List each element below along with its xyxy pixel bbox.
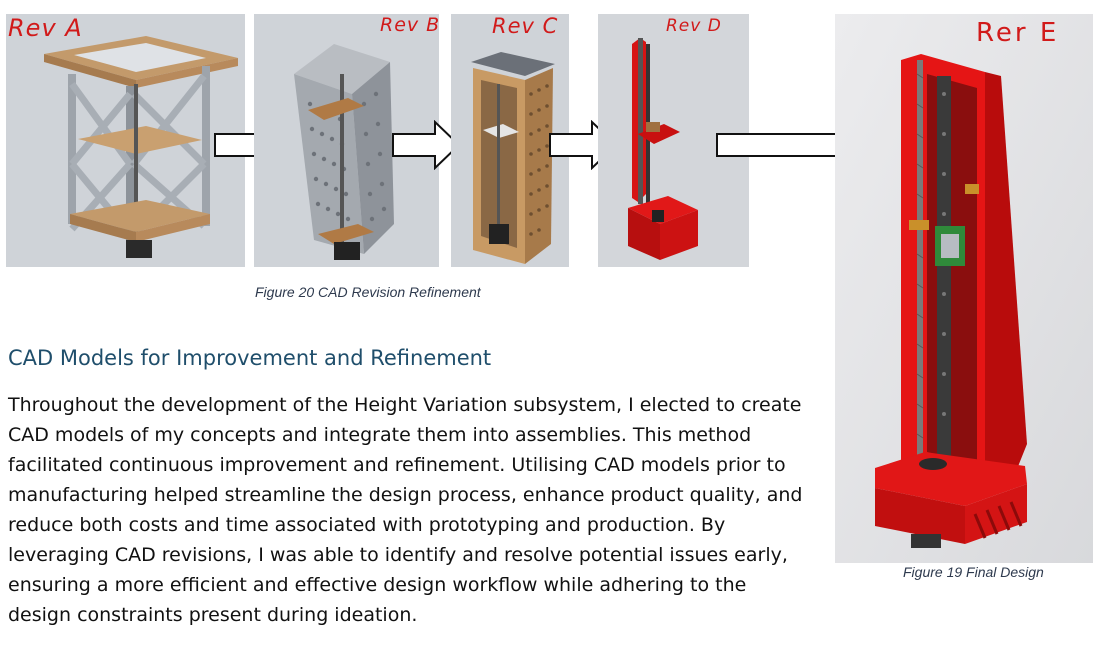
rev-c-image xyxy=(451,14,569,267)
rev-b-label: Rev B xyxy=(380,14,441,36)
section-heading: CAD Models for Improvement and Refinemen… xyxy=(8,346,492,370)
section-body: Throughout the development of the Height… xyxy=(8,394,803,626)
rev-a-image xyxy=(6,14,245,267)
figure-20-caption: Figure 20 CAD Revision Refinement xyxy=(255,284,481,300)
rev-a-label: Rev A xyxy=(8,14,83,42)
rev-d-label: Rev D xyxy=(666,16,722,36)
rev-e-label: Rer E xyxy=(976,18,1060,48)
rev-c-label: Rev C xyxy=(492,14,559,38)
arrow-right-icon xyxy=(392,120,461,170)
rev-b-image xyxy=(254,14,439,267)
figure-19-caption: Figure 19 Final Design xyxy=(903,564,1044,580)
rev-e-image xyxy=(835,14,1093,563)
